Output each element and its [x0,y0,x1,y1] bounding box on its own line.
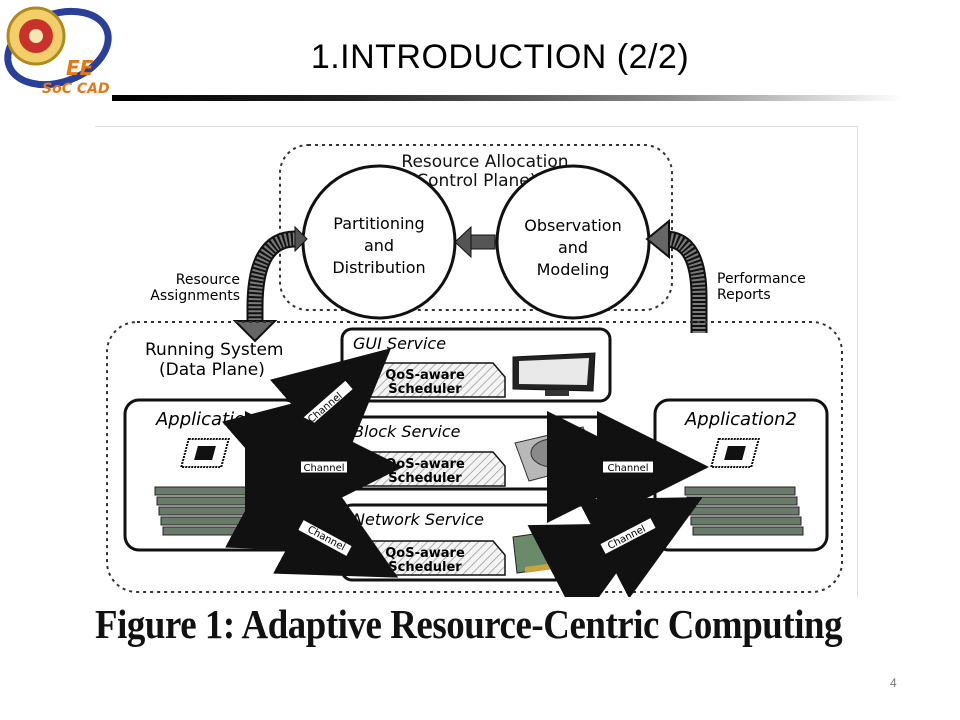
cpu-chip-icon [179,438,231,468]
application2-box: Application2 [653,398,829,552]
data-plane-box [106,321,843,593]
monitor-icon [512,352,596,396]
perf-report-label-1: Performance [717,271,806,287]
data-plane-sublabel: (Data Plane) [159,360,265,380]
data-plane-label: Running System [145,340,283,360]
figure-caption: Figure 1: Adaptive Resource-Centric Comp… [95,601,843,647]
logo-soc-text: SoC CAD [42,81,110,97]
university-logo: EE SoC CAD [4,6,112,97]
observation-label-2: and [558,238,588,257]
network-service-label: Network Service [353,510,484,529]
observation-node [495,164,651,320]
partitioning-label-1: Partitioning [333,214,424,233]
partitioning-label-3: Distribution [332,258,425,277]
gui-service-box: GUI Service QoS-aware Scheduler [340,327,612,403]
channel-block-app2: Channel [547,411,709,523]
block-service-box: Block Service QoS-aware Scheduler [340,415,612,491]
memory-modules-icon-2 [684,486,804,536]
slide-title: 1.INTRODUCTION (2/2) [310,38,690,76]
block-qos-label-1: QoS-aware [385,457,465,472]
block-qos-label-2: Scheduler [388,471,462,486]
network-qos-label-2: Scheduler [388,560,462,575]
channel-label-1: Channel [306,391,345,426]
logo-ee-text: EE [66,56,94,80]
gui-qos-label-1: QoS-aware [385,368,465,383]
resource-assign-label-1: Resource [176,272,240,288]
partitioning-label-2: and [364,236,394,255]
resource-assignment-arrow [232,225,308,343]
gui-service-label: GUI Service [353,334,446,353]
network-service-box: Network Service QoS-aware Scheduler [340,503,612,582]
observation-label-3: Modeling [537,260,610,279]
channel-label-2: Channel [303,463,344,474]
architecture-diagram: Resource Allocation (Control Plane) Part… [95,126,858,597]
application2-label: Application2 [684,409,797,430]
perf-report-label-2: Reports [717,287,771,303]
title-underline [112,95,902,101]
channel-app1-gui: Channel [221,348,392,507]
network-qos-label-1: QoS-aware [385,546,465,561]
resource-assign-label-2: Assignments [150,288,240,304]
gui-qos-label-2: Scheduler [388,382,462,397]
performance-report-arrow [645,218,708,333]
channel-app1-block: Channel [245,411,403,523]
control-plane-box [279,144,673,311]
modeling-to-partition-arrow [454,225,496,259]
page-number: 4 [890,676,897,690]
control-plane-sublabel: (Control Plane) [410,171,537,191]
block-service-label: Block Service [353,422,461,441]
application1-label: Application1 [155,409,268,430]
memory-modules-icon [154,486,274,536]
channel-label-4: Channel [607,463,648,474]
cpu-chip-icon-2 [709,438,761,468]
application1-box: Application1 [123,398,301,552]
control-plane-label: Resource Allocation [401,152,568,172]
observation-label-1: Observation [524,216,621,235]
